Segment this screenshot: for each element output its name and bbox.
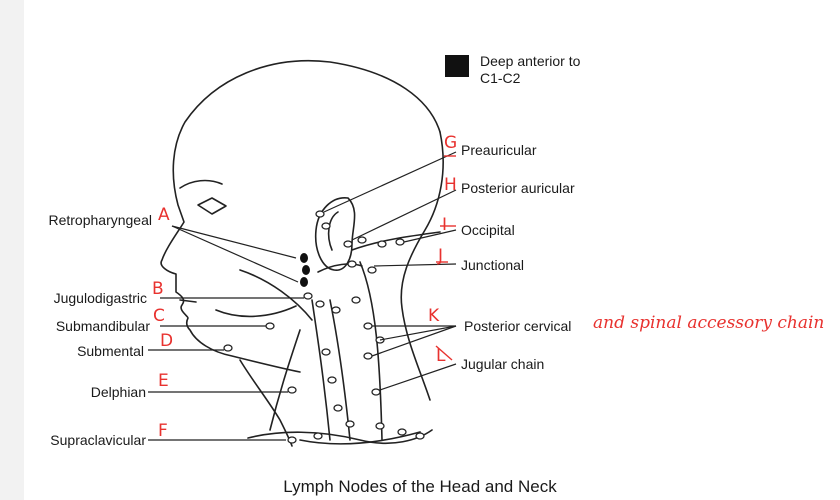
letter-f: F bbox=[158, 421, 168, 441]
page-margin-shade bbox=[0, 0, 24, 500]
letter-k: K bbox=[428, 306, 440, 326]
legend-label-line1: Deep anterior to bbox=[480, 53, 581, 69]
jugular-vessel bbox=[311, 299, 331, 441]
deep-node bbox=[300, 253, 308, 263]
ear-outline bbox=[314, 197, 356, 271]
label-submandibular: Submandibular bbox=[55, 318, 150, 334]
head-outline bbox=[160, 60, 441, 373]
letter-i: I bbox=[442, 215, 448, 235]
label-posterior-cervical: Posterior cervical bbox=[464, 318, 572, 334]
label-delphian: Delphian bbox=[90, 384, 146, 400]
label-junctional: Junctional bbox=[461, 257, 525, 273]
figure-caption: Lymph Nodes of the Head and Neck bbox=[283, 477, 557, 496]
letter-l: L bbox=[436, 346, 446, 366]
label-jugulodigastric: Jugulodigastric bbox=[53, 290, 147, 306]
label-supraclavicular: Supraclavicular bbox=[50, 432, 146, 448]
eye-outline bbox=[197, 197, 227, 215]
letter-h: H bbox=[444, 175, 457, 195]
label-posterior-auricular: Posterior auricular bbox=[461, 180, 575, 196]
annotation-spinal-accessory: and spinal accessory chain bbox=[593, 313, 825, 333]
letter-a: A bbox=[158, 205, 170, 225]
letter-e: E bbox=[158, 371, 169, 391]
label-retropharyngeal: Retropharyngeal bbox=[48, 212, 152, 228]
label-occipital: Occipital bbox=[461, 222, 515, 238]
neck-back-outline bbox=[400, 131, 444, 401]
legend-label-line2: C1-C2 bbox=[480, 70, 521, 86]
letter-b: B bbox=[152, 279, 164, 299]
legend-label: Deep anterior to C1-C2 bbox=[480, 53, 630, 87]
letter-d: D bbox=[160, 331, 174, 351]
shoulder-outline bbox=[247, 429, 433, 444]
label-jugular-chain: Jugular chain bbox=[461, 356, 545, 372]
label-submental: Submental bbox=[77, 343, 144, 359]
letter-c: C bbox=[153, 306, 165, 326]
legend-swatch bbox=[445, 55, 469, 77]
label-preauricular: Preauricular bbox=[461, 142, 537, 158]
letter-g: G bbox=[444, 133, 458, 153]
letter-j: J bbox=[438, 246, 444, 266]
